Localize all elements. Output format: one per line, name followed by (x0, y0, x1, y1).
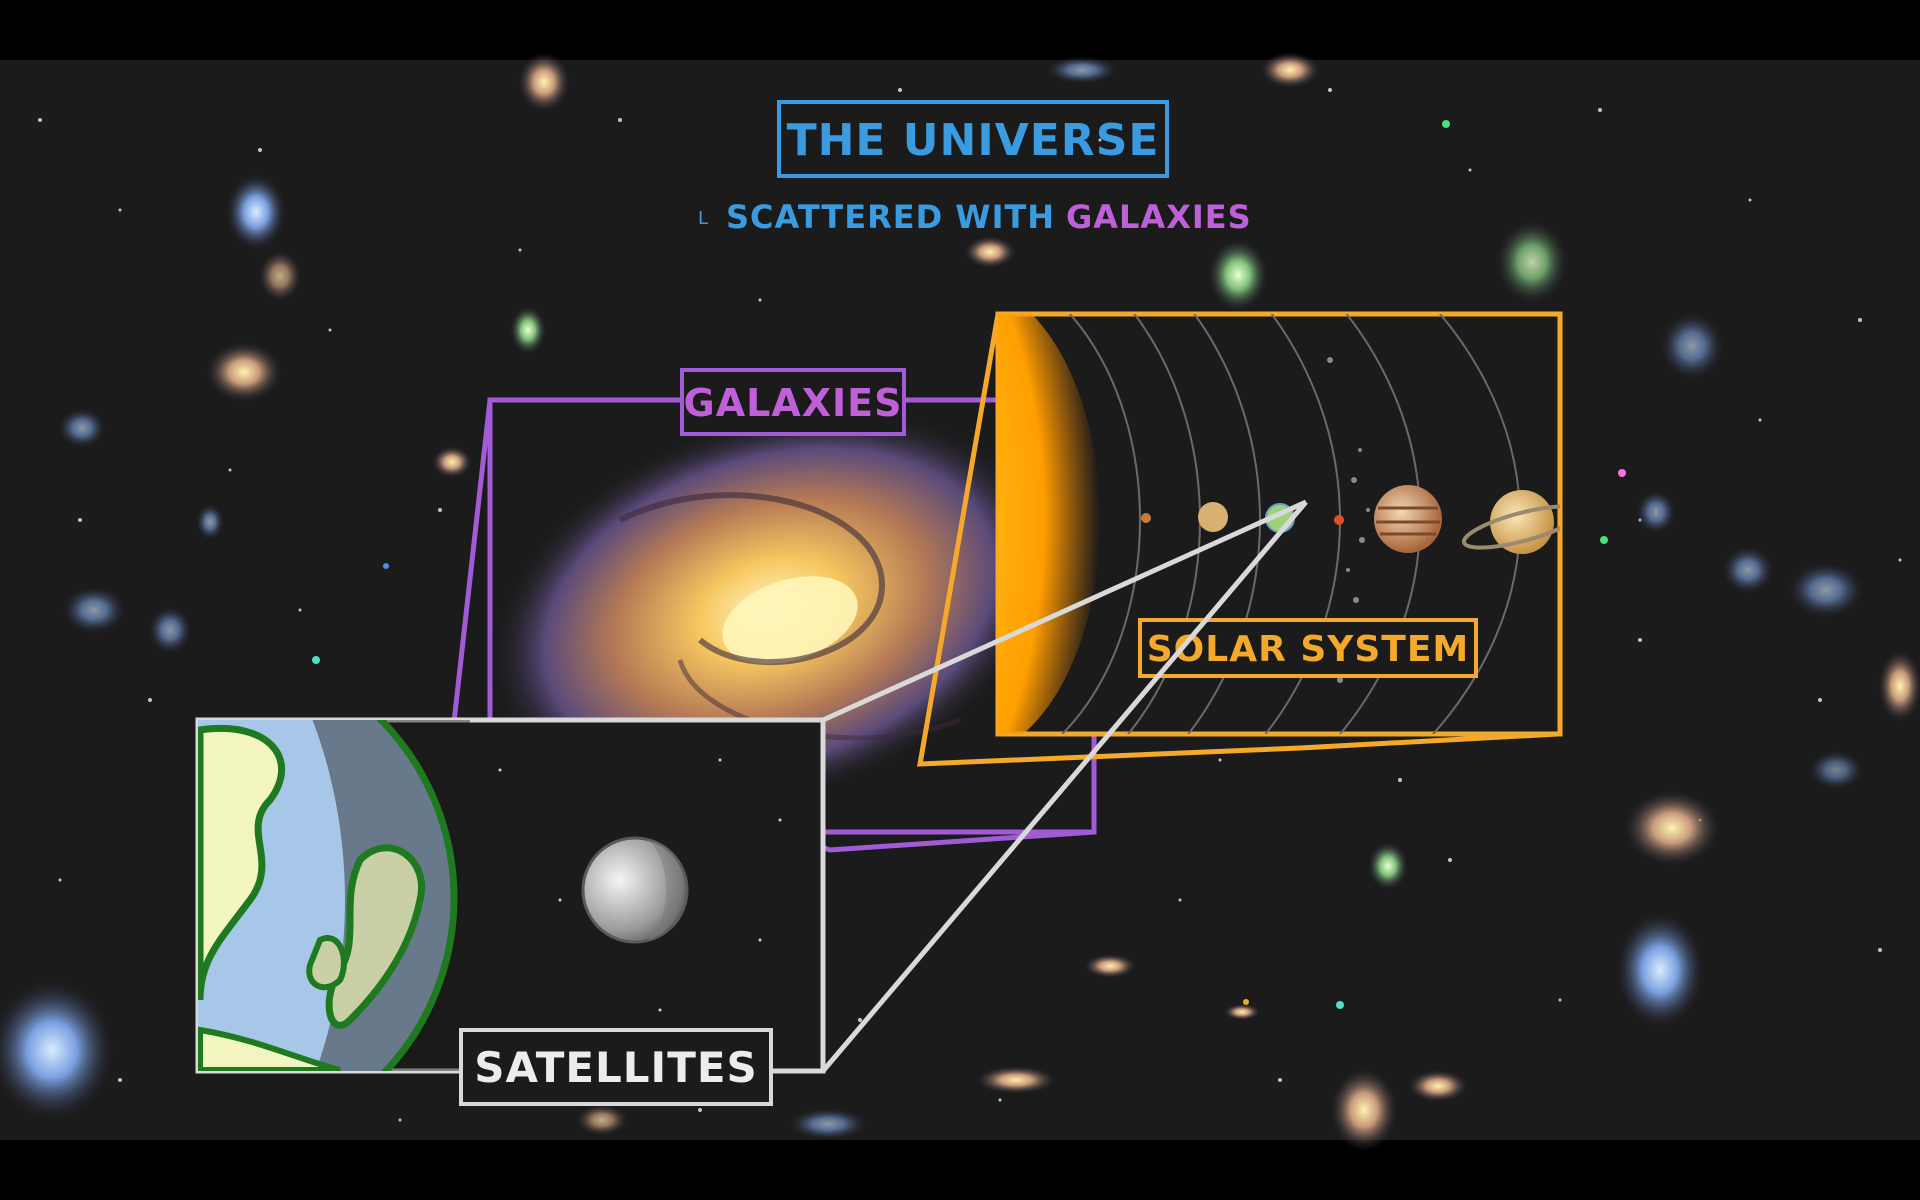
zoom-line-top (821, 499, 1308, 723)
page-title: The Universe (787, 115, 1160, 166)
asteroid-belt (1327, 357, 1370, 683)
mars (1334, 515, 1344, 525)
jupiter (1374, 485, 1442, 553)
subtitle-marker: L (698, 208, 708, 229)
jupiter-bands (1376, 506, 1440, 536)
earth-landmass (325, 844, 425, 1029)
satellites-label: Satellites (474, 1043, 758, 1092)
spiral-arm (618, 492, 885, 665)
background-galaxies (0, 52, 1920, 1152)
bottom-letterbox (0, 1140, 1920, 1200)
earth-landmass (306, 935, 347, 991)
solar-system-label: Solar System (1147, 629, 1469, 670)
galaxies-panel: Galaxies (451, 368, 1097, 853)
title-box (777, 100, 1169, 178)
earth-landmass (198, 725, 285, 1001)
galaxies-label: Galaxies (684, 381, 903, 425)
panel-stars (498, 758, 782, 1012)
earth-outline (376, 720, 458, 1071)
saturn-rings (1461, 504, 1560, 550)
subtitle-lead: Scattered with (726, 198, 1055, 236)
earth-landmass (198, 1026, 341, 1071)
top-letterbox (0, 0, 1920, 60)
colored-stars (312, 120, 1626, 1009)
zoom-line-bottom (821, 500, 1308, 1073)
satellites-panel: Satellites (195, 499, 1308, 1106)
spiral-galaxy-core (722, 576, 858, 664)
venus (1198, 502, 1228, 532)
galaxies-label-box (680, 368, 906, 436)
mercury (1141, 513, 1151, 523)
moon (581, 836, 689, 944)
satellites-label-box (459, 1028, 773, 1106)
moon-terminator (648, 840, 684, 940)
subtitle-galaxies: Galaxies (1066, 198, 1252, 236)
